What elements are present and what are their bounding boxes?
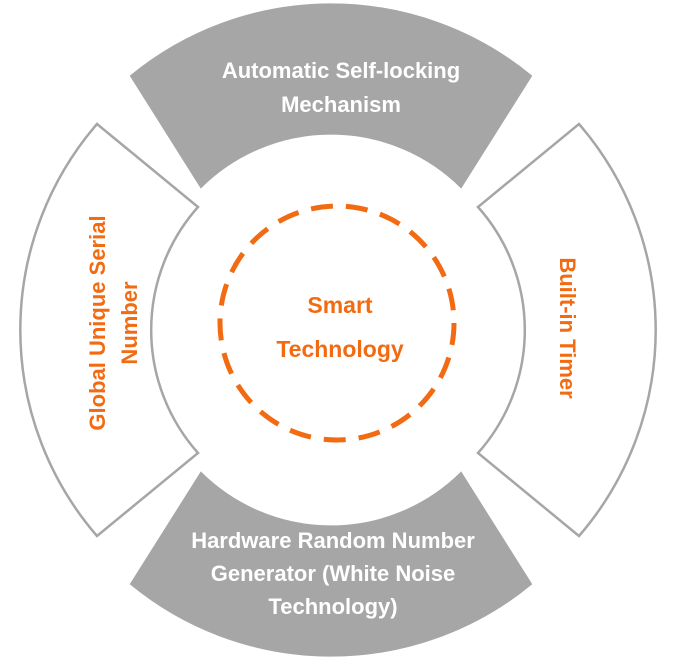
segment-left-label: Global Unique Serial Number [85,215,142,430]
segment-right-label: Built-in Timer [555,257,580,399]
segment-bottom [129,471,533,657]
segment-bottom-label-line1: Hardware Random Number [191,528,475,553]
center-label-line1: Smart [307,292,373,318]
segment-bottom-label-line2: Generator (White Noise [211,561,455,586]
segment-bottom-label-line3: Technology) [268,594,397,619]
segment-right-label-line1: Built-in Timer [555,257,580,399]
center-dashed-circle [217,203,457,443]
segment-top-label-line2: Mechanism [281,92,401,117]
segment-left [19,122,200,538]
segment-right [476,122,657,538]
center-label-line2: Technology [276,336,404,362]
segment-left-label-line2: Number [117,281,142,365]
segment-top-label-line1: Automatic Self-locking [222,58,460,83]
segment-left-label-line1: Global Unique Serial [85,215,110,430]
segment-top [129,3,533,189]
